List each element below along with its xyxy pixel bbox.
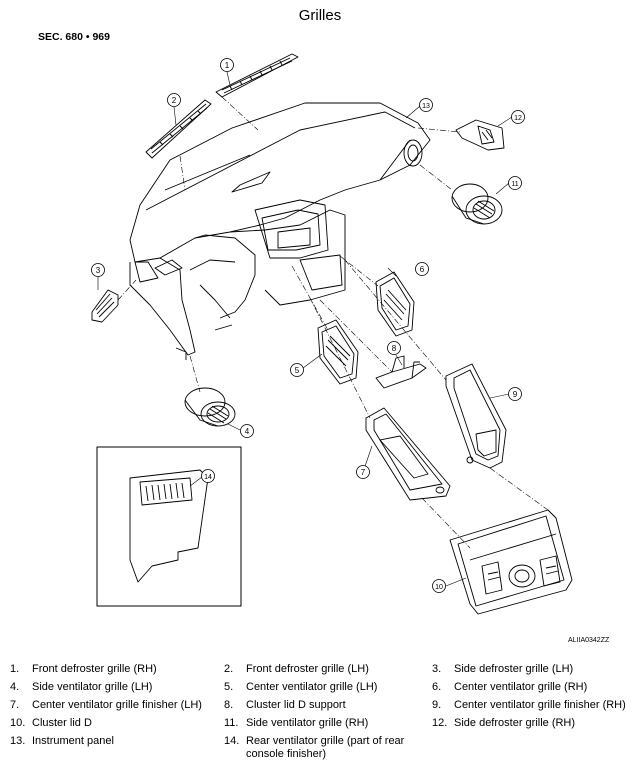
instrument-panel [129,102,431,360]
callout-6: 6 [415,262,429,276]
side-defroster-grille-rh [455,119,505,151]
callouts: 1 2 3 4 5 6 7 8 9 10 11 12 13 14 [91,58,525,593]
svg-text:7: 7 [361,468,366,477]
section-reference: SEC. 680 • 969 [38,31,110,43]
side-defroster-grille-lh [91,289,119,323]
callout-1: 1 [220,58,234,72]
front-defroster-grille-rh [215,53,299,98]
svg-text:8: 8 [392,344,397,353]
callout-10: 10 [432,579,446,593]
front-defroster-grille-lh [145,99,212,159]
callout-2: 2 [167,93,181,107]
cluster-lid-d-support [375,355,427,389]
callout-leaders [97,71,513,587]
callout-12: 12 [511,110,525,124]
svg-text:13: 13 [422,103,430,110]
callout-9: 9 [508,387,522,401]
callout-3: 3 [91,263,105,277]
svg-text:11: 11 [511,181,518,188]
side-ventilator-grille-lh [184,387,236,427]
callout-8: 8 [387,341,401,355]
svg-text:5: 5 [295,366,300,375]
callout-4: 4 [240,424,254,438]
svg-text:10: 10 [435,584,443,591]
svg-text:4: 4 [245,427,250,436]
center-ventilator-grille-rh [375,271,415,337]
callout-7: 7 [356,465,370,479]
rear-ventilator-grille [129,469,209,583]
callout-5: 5 [290,363,304,377]
page-title: Grilles [298,7,342,24]
svg-text:2: 2 [172,96,177,105]
svg-text:14: 14 [204,474,212,481]
center-ventilator-grille-finisher-rh [445,363,507,469]
inset-frame [96,446,242,607]
cluster-lid-d [449,509,573,615]
side-ventilator-grille-rh [451,183,503,225]
figure-id: ALIIA0342ZZ [568,637,610,644]
callout-13: 13 [419,98,433,112]
leader-lines [117,96,549,549]
svg-text:6: 6 [420,265,425,274]
svg-text:12: 12 [514,115,522,122]
callout-14: 14 [201,469,215,483]
center-ventilator-grille-lh [317,319,359,385]
svg-text:3: 3 [96,266,101,275]
center-ventilator-grille-finisher-lh [365,407,451,501]
callout-11: 11 [508,176,522,190]
svg-text:9: 9 [513,390,518,399]
svg-text:1: 1 [225,61,230,70]
